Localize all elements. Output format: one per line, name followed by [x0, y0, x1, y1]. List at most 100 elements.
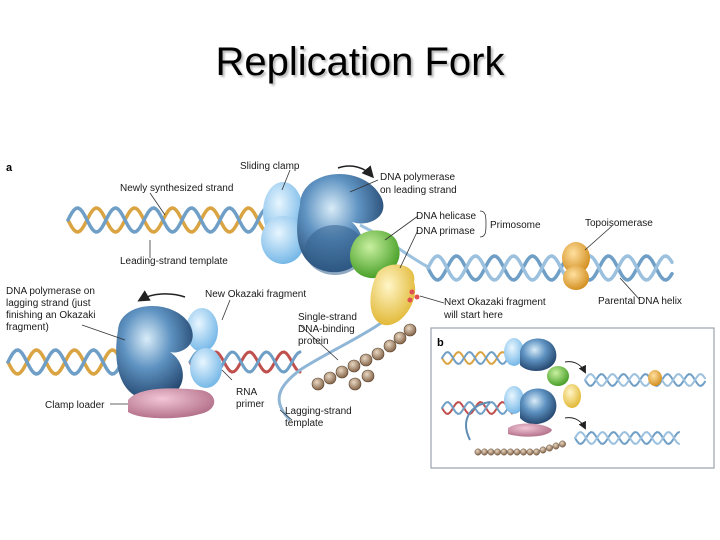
panel-b-ssb-protein — [552, 442, 560, 450]
panel-b-ssb — [474, 440, 566, 456]
label-dna-helicase: DNA helicase — [416, 211, 476, 222]
panel-b-primase — [563, 384, 581, 408]
panel-a-tag: a — [6, 162, 13, 174]
ssb-protein — [371, 347, 385, 361]
label-leading-strand-template: Leading-strand template — [120, 256, 228, 267]
panel-b-inset: b — [430, 327, 715, 469]
panel-b-dna — [441, 351, 706, 445]
sliding-clamp-lagging-lower — [190, 348, 222, 388]
panel-b-lagging-template-helix-strand-1 — [574, 431, 680, 445]
label-pol-leading-2: on leading strand — [380, 185, 457, 196]
leader-lines — [81, 169, 641, 421]
sliding-clamp-top-lower — [261, 216, 305, 264]
leading-strand-helix-strand-2 — [66, 206, 286, 234]
panel-b-ssb-protein — [533, 448, 540, 456]
ssb-protein — [311, 377, 325, 391]
label-dna-primase: DNA primase — [416, 226, 475, 237]
panel-b-parental-helix-strand-1 — [584, 373, 706, 387]
panel-b-topoisomerase — [648, 370, 662, 386]
label-next-okazaki-1: Next Okazaki fragment — [444, 297, 546, 308]
ssb-protein — [383, 339, 397, 353]
dna-primase — [370, 264, 416, 326]
next-okazaki-primer-dots — [407, 289, 420, 303]
ssb-protein — [403, 323, 417, 337]
sliding-clamp-lagging — [186, 308, 218, 352]
panel-b-parental-helix — [584, 373, 706, 387]
lagging-helix-left — [6, 348, 122, 376]
panel-b-ssb-protein — [494, 448, 501, 456]
panel-b-ssb-protein — [507, 448, 514, 456]
panel-b-ssb-protein — [487, 448, 495, 456]
panel-b-ssb-protein — [539, 446, 547, 454]
label-next-okazaki-2: will start here — [443, 310, 503, 321]
topoisomerase — [562, 242, 590, 274]
leading-strand-helix — [66, 206, 286, 234]
panel-b-leading-helix-strand-1 — [441, 351, 513, 365]
panel-b-helicase — [547, 366, 569, 386]
lagging-direction-arrow — [137, 290, 186, 302]
ssb-protein — [361, 369, 375, 383]
panel-b-ssb-protein — [500, 448, 508, 456]
clamp-loader — [128, 388, 215, 419]
panel-b-clamp-top — [504, 338, 524, 366]
ssb-protein — [393, 331, 407, 345]
label-pol-lagging-4: fragment) — [6, 322, 49, 333]
label-parental-dna-helix: Parental DNA helix — [598, 296, 682, 307]
label-pol-lagging-2: lagging strand (just — [6, 298, 91, 309]
panel-b-lagging-template-helix — [574, 431, 680, 445]
slide-title: Replication Fork — [215, 40, 505, 84]
label-lagging-template-2: template — [285, 418, 324, 429]
panel-b-lagging-helix-strand-1 — [441, 401, 513, 415]
panel-b-lagging-template-helix-strand-2 — [574, 431, 680, 445]
label-pol-leading-1: DNA polymerase — [380, 172, 455, 183]
parental-dna-helix-strand-1 — [426, 254, 674, 282]
panel-b-lagging-loop — [465, 401, 491, 441]
single-strand-binding-proteins — [311, 323, 417, 391]
label-ssb-3: protein — [298, 336, 329, 347]
panel-b-arrow-top — [564, 361, 586, 374]
polymerase-leading-base — [305, 225, 365, 275]
label-lagging-template-1: Lagging-strand — [285, 406, 352, 417]
panel-b-tag: b — [437, 337, 444, 349]
panel-b-ssb-protein — [513, 448, 521, 456]
label-newly-synthesized-strand: Newly synthesized strand — [120, 183, 233, 194]
panel-b-lagging-helix — [441, 401, 513, 415]
parental-dna-helix — [426, 254, 674, 282]
label-primosome: Primosome — [490, 220, 541, 231]
label-sliding-clamp: Sliding clamp — [240, 161, 300, 172]
panel-b-clamp-bottom — [504, 386, 524, 414]
dna-polymerase-lagging — [116, 306, 193, 401]
primosome-bracket — [479, 210, 487, 238]
panel-b-leading-helix — [441, 351, 513, 365]
label-ssb-2: DNA-binding — [298, 324, 355, 335]
lagging-helix-left-strand-2 — [6, 348, 122, 376]
panel-b-leading-helix-strand-2 — [441, 351, 513, 365]
panel-b-ssb-protein — [481, 448, 488, 456]
ssb-protein — [348, 377, 362, 391]
panel-b-ssb-protein — [526, 448, 534, 456]
topoisomerase-lower — [563, 266, 589, 290]
ssb-protein — [347, 359, 361, 373]
panel-b-ssb-protein — [546, 444, 553, 452]
label-rna-2: primer — [236, 399, 265, 410]
panel-b-parental-helix-strand-2 — [584, 373, 706, 387]
label-ssb-1: Single-strand — [298, 312, 357, 323]
label-pol-lagging-1: DNA polymerase on — [6, 286, 95, 297]
panel-b-ssb-protein — [520, 448, 527, 456]
ssb-protein — [335, 365, 349, 379]
panel-b-lagging-helix-strand-2 — [441, 401, 513, 415]
leading-direction-arrow — [337, 165, 374, 179]
label-rna-1: RNA — [236, 387, 257, 398]
label-topoisomerase: Topoisomerase — [585, 218, 653, 229]
label-pol-lagging-3: finishing an Okazaki — [6, 310, 96, 321]
panel-b-ssb-protein — [559, 440, 566, 448]
panel-b-ssb-protein — [474, 448, 482, 456]
label-clamp-loader: Clamp loader — [45, 400, 105, 411]
panel-b-clamp-loader — [508, 423, 552, 437]
panel-b-polymerase-lagging — [520, 388, 557, 425]
leading-strand-helix-strand-1 — [66, 206, 286, 234]
panel-b-polymerase-leading — [520, 338, 557, 372]
parental-dna-helix-strand-2 — [426, 254, 674, 282]
label-new-okazaki-fragment: New Okazaki fragment — [205, 289, 306, 300]
